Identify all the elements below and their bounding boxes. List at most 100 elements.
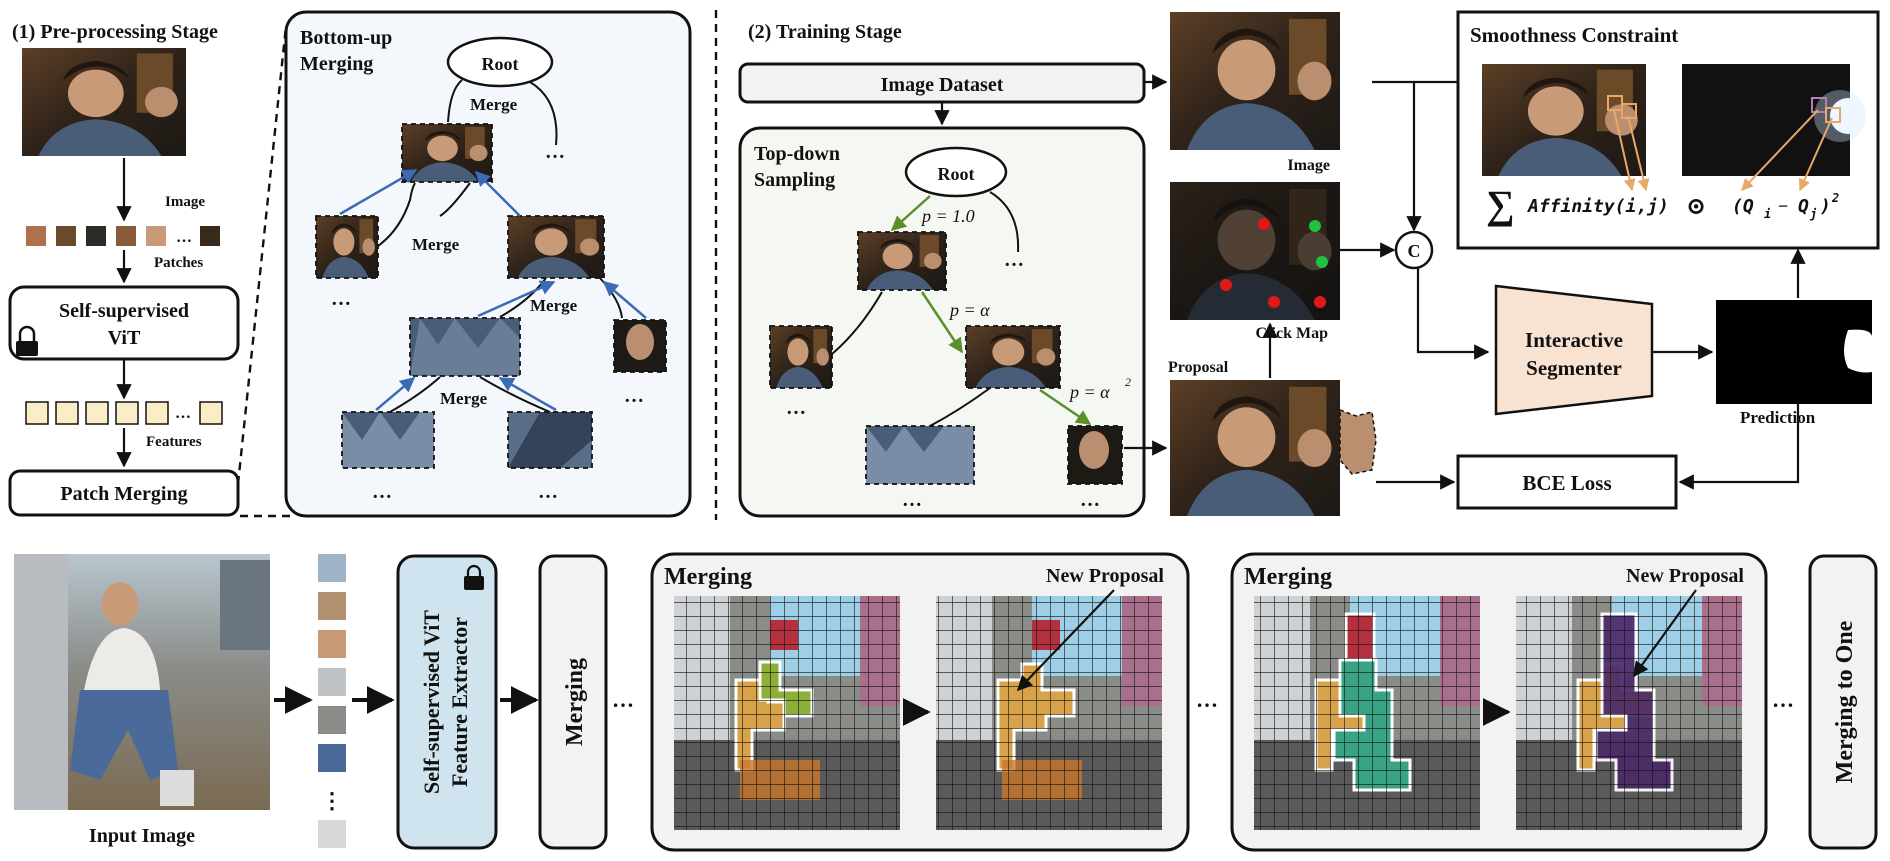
segmenter-label-line1: Interactive: [1525, 328, 1623, 352]
square-exponent: 2: [1831, 191, 1839, 205]
prob-label-1: p = 1.0: [920, 206, 975, 226]
prediction-mask: [1716, 300, 1872, 404]
bottom-up-ellipsis-3: …: [624, 385, 644, 407]
sampled-jacket: [865, 425, 975, 485]
bottom-up-merge-4: Merge: [440, 389, 488, 408]
top-down-ellipsis-3: …: [902, 489, 922, 511]
extractor-label-line2: Feature Extractor: [447, 617, 472, 787]
training-image: [1170, 12, 1340, 150]
patch-vertical-dots: ⋮: [321, 788, 343, 813]
merged-node-level2: [507, 215, 605, 279]
q-j: Q: [1798, 196, 1809, 217]
smoothness-image: [1482, 64, 1646, 176]
bce-loss-label: BCE Loss: [1522, 471, 1611, 495]
bottom-up-merge-1: Merge: [470, 95, 518, 114]
prob-label-2: p = α: [948, 300, 990, 320]
sampled-node-level1: [857, 231, 947, 291]
image-dataset-label: Image Dataset: [881, 74, 1004, 96]
node-lower-right: [507, 411, 593, 469]
bottom-up-root-label: Root: [482, 54, 519, 74]
patches-label: Patches: [154, 255, 203, 271]
click-map-label: Click Map: [1256, 325, 1329, 342]
merging-to-one-box: [1808, 554, 1878, 850]
training-stage-title: (2) Training Stage: [748, 21, 902, 43]
bottom-up-root: [446, 36, 554, 88]
preprocessing-image-label: Image: [165, 194, 205, 210]
vit-label-line2: ViT: [108, 327, 141, 349]
training-image-label: Image: [1287, 157, 1330, 174]
grid-image-2a: [1254, 596, 1480, 830]
pipeline-ellipsis-1: …: [612, 687, 634, 712]
q-i-subscript: i: [1764, 207, 1771, 221]
prob-label-3: p = α: [1068, 382, 1110, 402]
interactive-segmenter-block: [1494, 284, 1654, 416]
features-label: Features: [146, 434, 202, 450]
bottom-up-merge-2: Merge: [412, 235, 460, 254]
bottom-up-title-line2: Merging: [300, 53, 373, 75]
bottom-up-ellipsis-1: …: [545, 141, 565, 163]
vit-label-line1: Self-supervised: [59, 300, 189, 322]
top-down-title-line2: Sampling: [754, 169, 835, 191]
bottom-up-ellipsis-2: …: [331, 288, 351, 310]
node-face-left: [315, 215, 379, 279]
bottom-up-merge-3: Merge: [530, 296, 578, 315]
smoothness-mask: [1682, 64, 1866, 176]
sampled-face-left: [769, 325, 833, 389]
patch-merging-label: Patch Merging: [60, 483, 187, 505]
patch-ellipsis: …: [176, 229, 192, 246]
patch-merging-box: [8, 469, 240, 517]
merging-to-one-label: Merging to One: [1832, 620, 1858, 783]
top-down-root-label: Root: [938, 164, 975, 184]
grid-image-2b: [1516, 596, 1742, 830]
bce-loss-box: [1456, 454, 1678, 510]
q-j-subscript: j: [1809, 207, 1817, 221]
top-down-ellipsis-1: …: [1004, 249, 1024, 271]
bottom-up-panel: [284, 10, 692, 518]
bottom-up-title-line1: Bottom-up: [300, 27, 392, 49]
feature-tokens: [25, 401, 223, 425]
node-face-right: [613, 319, 667, 373]
bottom-up-ellipsis-5: …: [538, 481, 558, 503]
merging-box: [538, 554, 608, 850]
merging-box-label: Merging: [562, 658, 588, 746]
new-proposal-label-1: New Proposal: [1046, 565, 1164, 587]
segmenter-label-line2: Segmenter: [1526, 356, 1622, 380]
grid-image-1b: [936, 596, 1162, 830]
pipeline-ellipsis-2: …: [1196, 687, 1218, 712]
prob-label-3-exponent: 2: [1125, 375, 1131, 389]
concat-label: C: [1408, 241, 1421, 261]
concat-node: [1394, 230, 1434, 270]
grid-image-1a: [674, 596, 900, 830]
vit-box: [8, 285, 240, 361]
input-patch-column: [318, 554, 346, 848]
top-down-ellipsis-4: …: [1080, 489, 1100, 511]
pipeline-ellipsis-3: …: [1772, 687, 1794, 712]
top-down-ellipsis-2: …: [786, 397, 806, 419]
affinity-term: Affinity(i,j): [1527, 196, 1669, 217]
node-jacket: [409, 317, 521, 377]
feature-ellipsis: …: [175, 405, 191, 422]
prediction-label: Prediction: [1740, 408, 1816, 427]
patch-strip: [26, 226, 220, 246]
preprocessing-stage-title: (1) Pre-processing Stage: [12, 21, 218, 43]
bottom-up-ellipsis-4: …: [372, 481, 392, 503]
sampled-face-right: [1067, 425, 1123, 485]
odot-symbol: ⊙: [1686, 194, 1706, 220]
proposal-label: Proposal: [1168, 359, 1229, 376]
smoothness-title: Smoothness Constraint: [1470, 23, 1678, 47]
merging-panel-2-title: Merging: [1244, 564, 1332, 590]
sum-symbol: ∑: [1486, 182, 1515, 227]
extractor-label-line1: Self-supervised ViT: [419, 610, 444, 794]
close-paren: ): [1820, 196, 1831, 217]
input-image-label: Input Image: [89, 825, 195, 847]
top-down-title-line1: Top-down: [754, 143, 840, 165]
top-down-root: [904, 146, 1008, 198]
new-proposal-label-2: New Proposal: [1626, 565, 1744, 587]
sampled-node-level2: [965, 325, 1061, 389]
input-image: [14, 554, 270, 810]
merging-panel-1-title: Merging: [664, 564, 752, 590]
lock-icon: [16, 325, 38, 356]
minus-symbol: −: [1778, 196, 1788, 216]
node-lower-left: [341, 411, 435, 469]
preprocessing-image: [22, 48, 187, 156]
